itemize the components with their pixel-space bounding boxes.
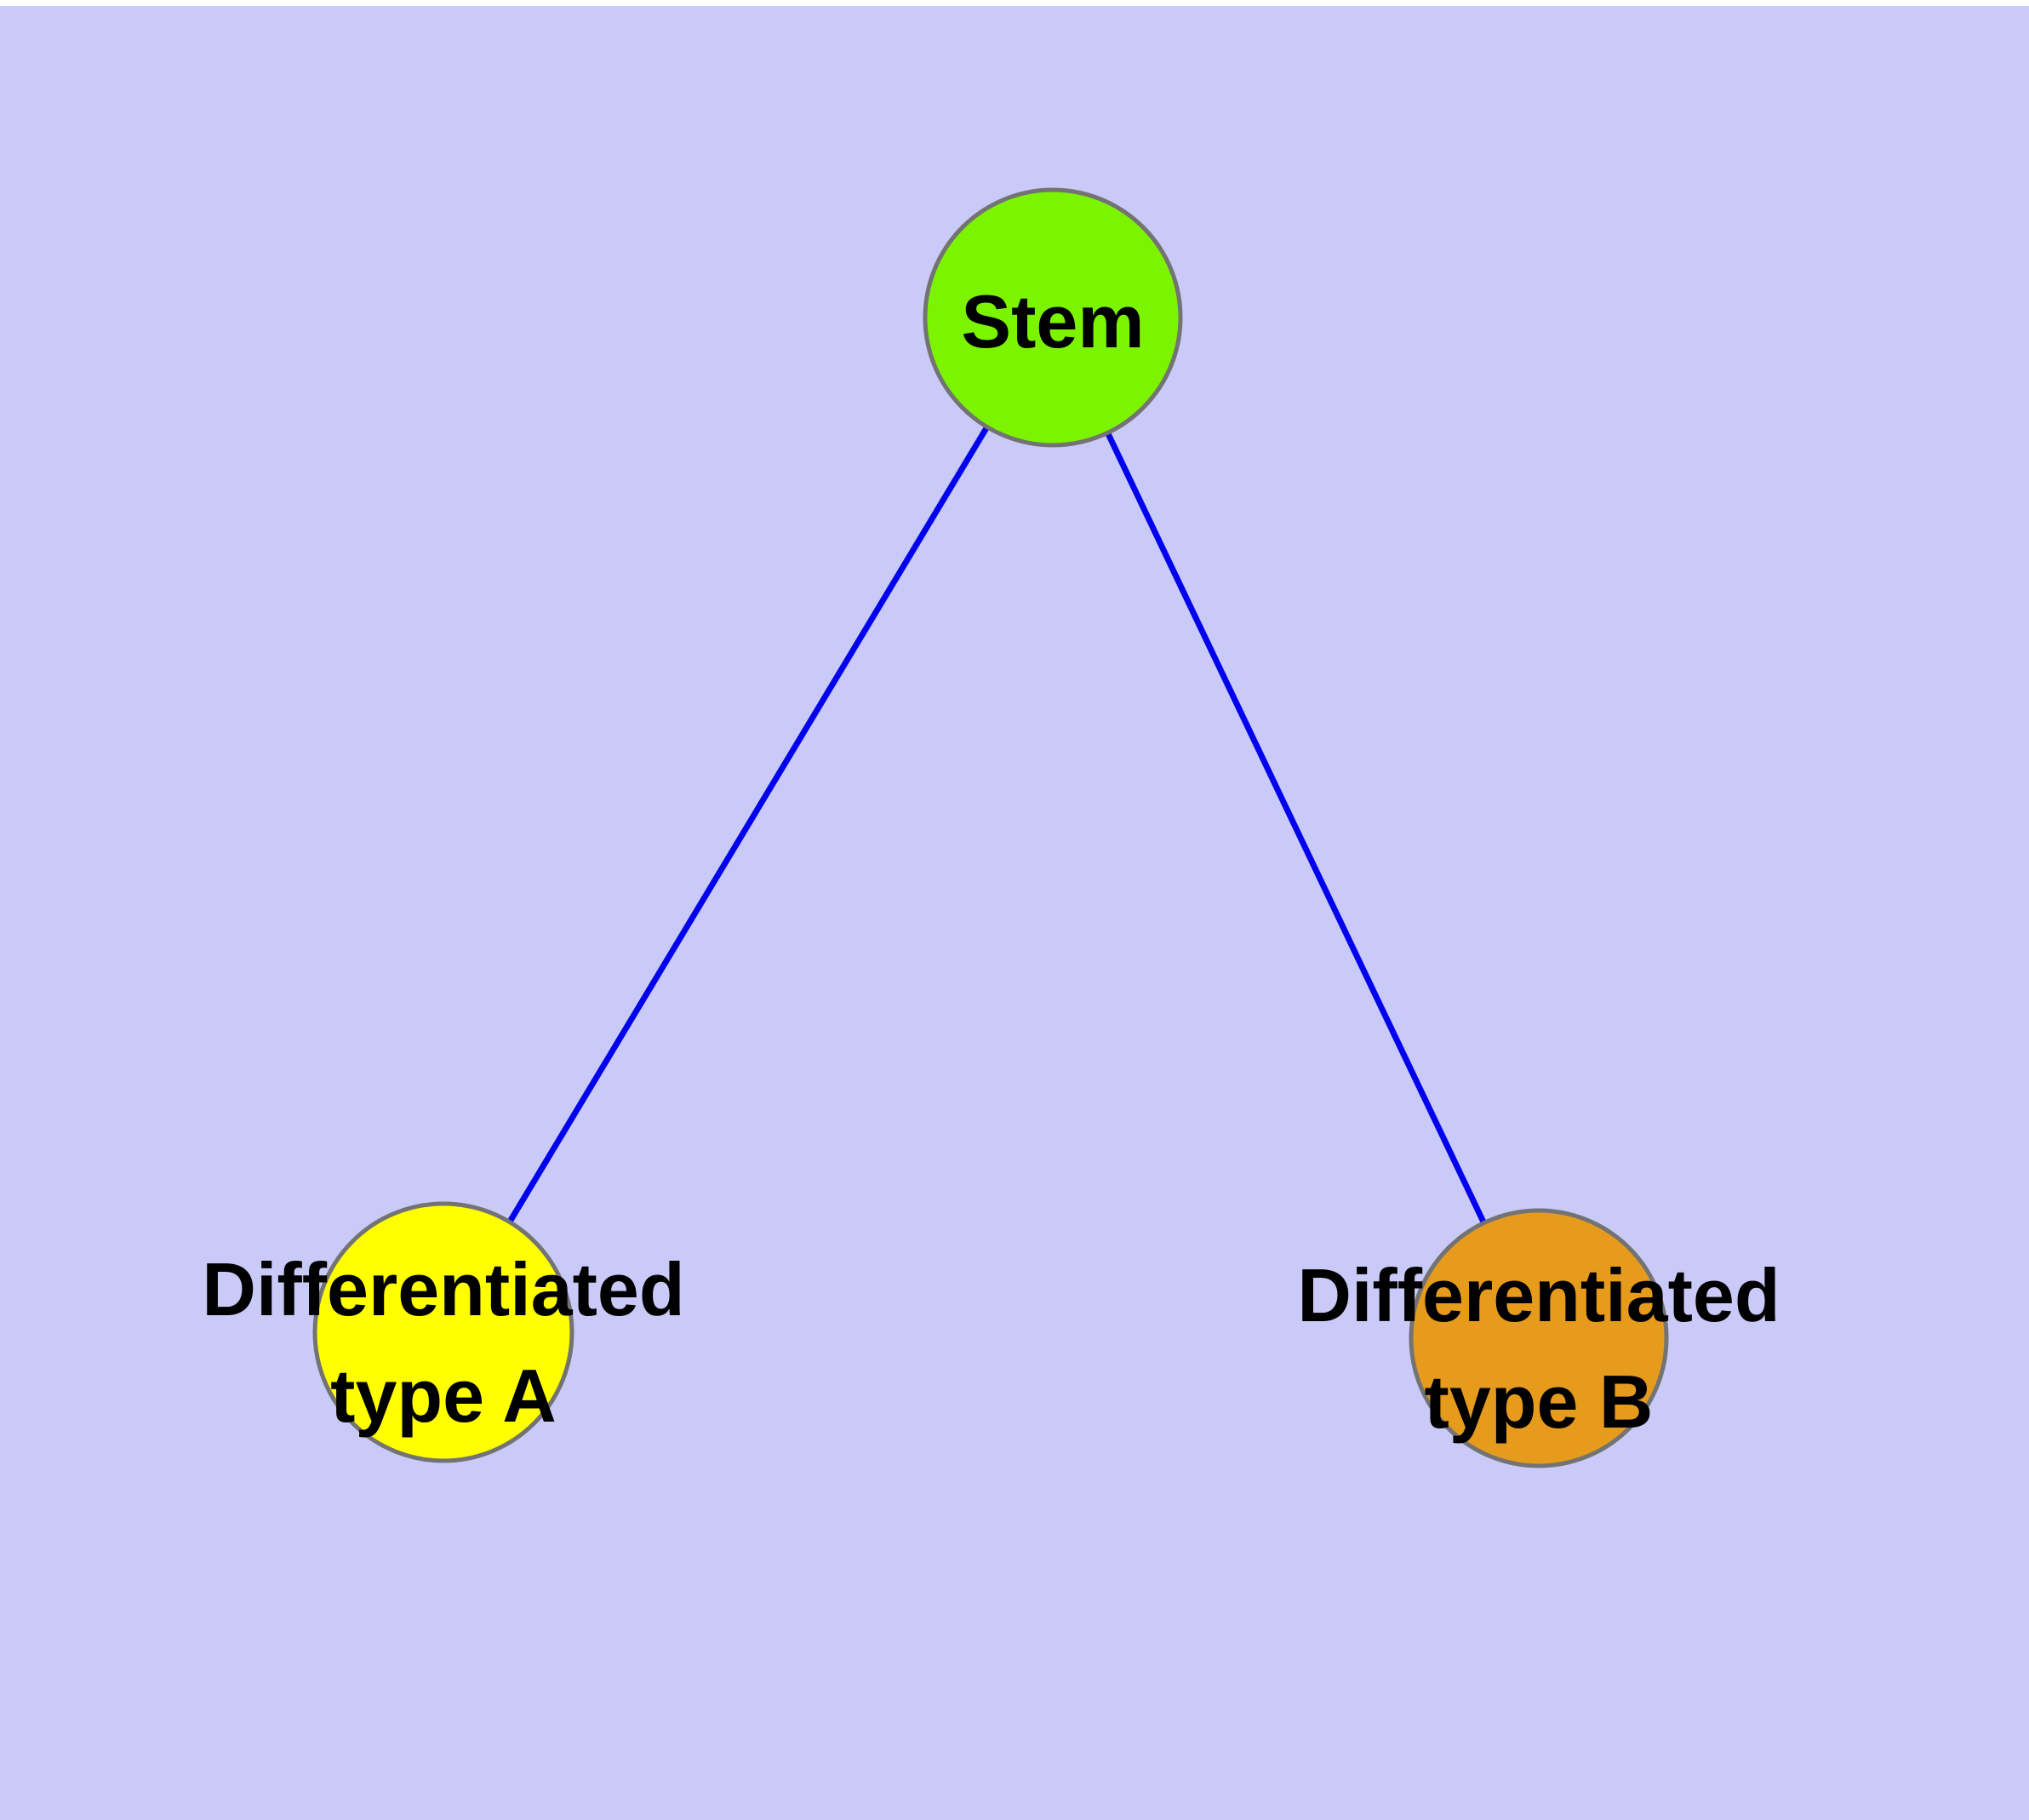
node-diff-type-b-label-line-2: type B <box>1425 1359 1654 1444</box>
node-diff-type-a-circle <box>312 1201 574 1463</box>
node-stem-label-line-1: Stem <box>961 279 1144 363</box>
edge-stem-to-diff-type-a <box>440 316 1056 1334</box>
node-diff-type-b-label: Differentiated type B <box>1297 1253 1780 1444</box>
node-diff-type-a-label: Differentiated type A <box>202 1247 684 1438</box>
node-diff-type-a-label-line-1: Differentiated <box>202 1247 684 1331</box>
node-stem-label: Stem <box>961 279 1144 363</box>
edge-stem-to-diff-type-b <box>1049 316 1542 1340</box>
node-diff-type-b-label-line-1: Differentiated <box>1297 1253 1780 1337</box>
node-diff-type-a-label-line-2: type A <box>330 1354 557 1438</box>
node-stem-circle <box>923 187 1183 448</box>
node-diff-type-b-circle <box>1409 1208 1669 1468</box>
